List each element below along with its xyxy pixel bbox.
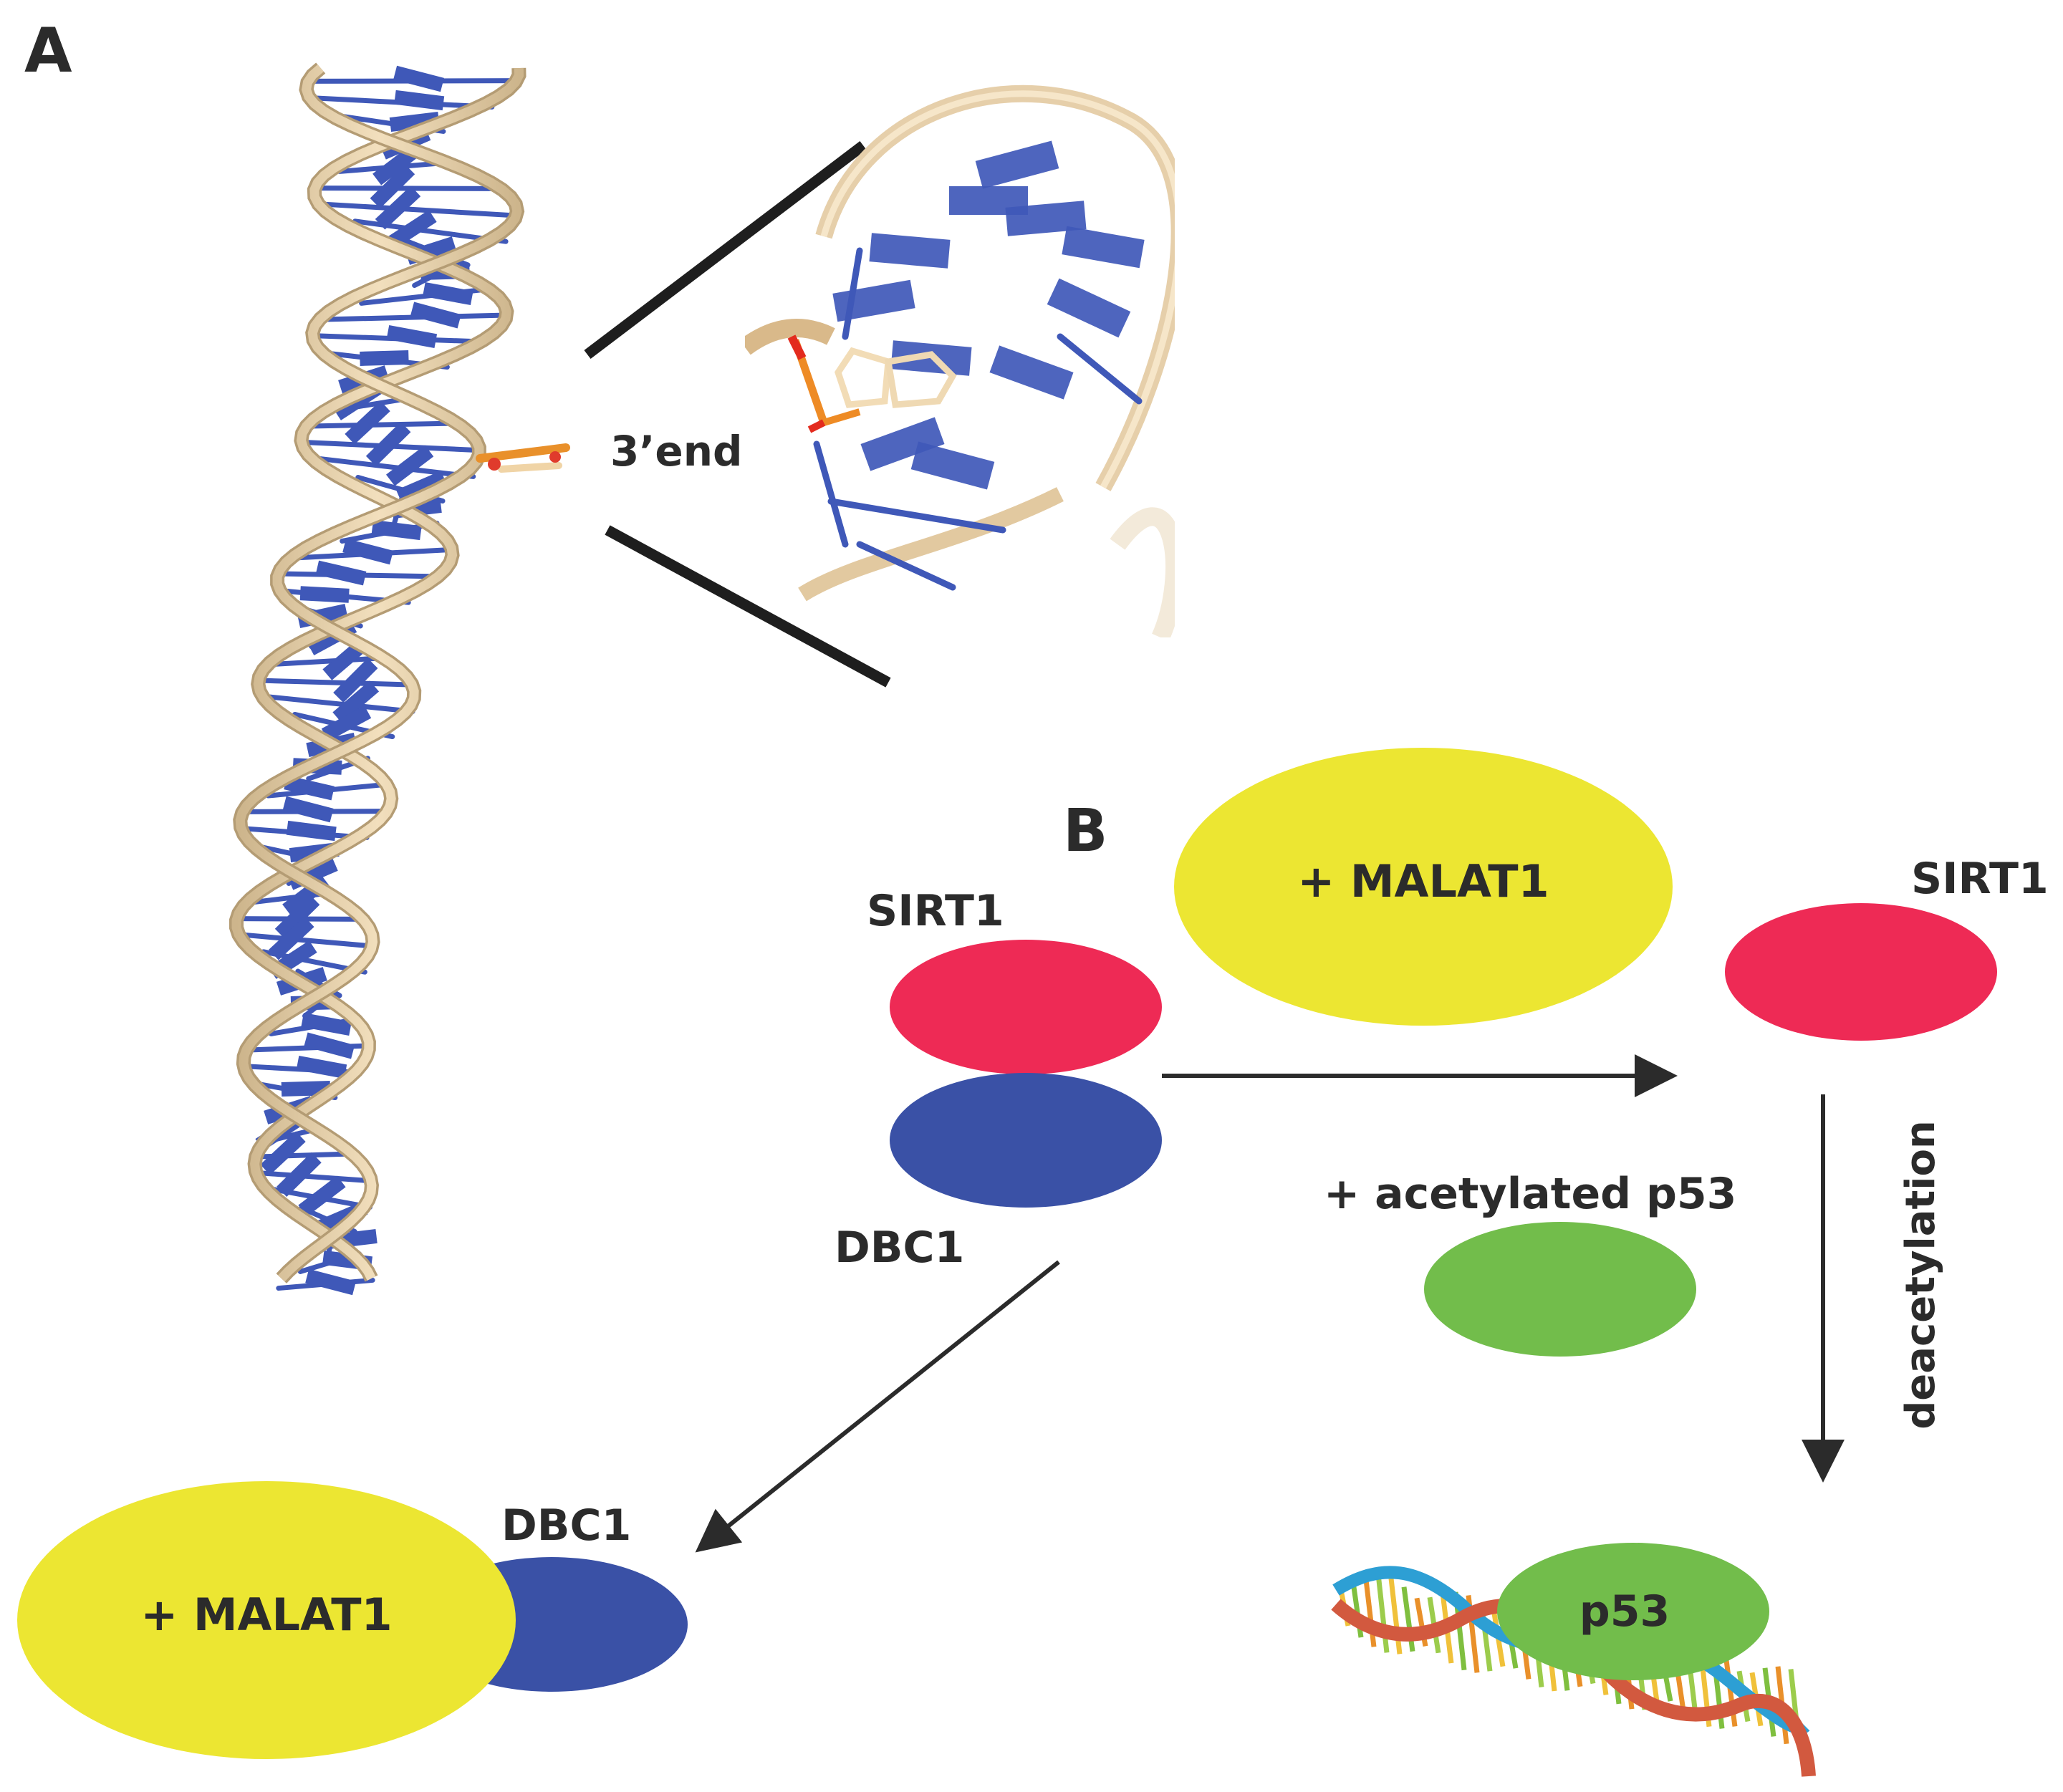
base-slab	[274, 895, 320, 939]
base-slab	[375, 186, 421, 230]
base-slab	[342, 538, 394, 565]
sirt1-dbc1-complex: SIRT1 DBC1	[835, 886, 1162, 1273]
inset-base-slab	[1005, 201, 1087, 236]
inset-base-stick	[827, 498, 1006, 534]
base-slab	[260, 1131, 306, 1175]
acetylated-p53-oval	[1424, 1222, 1696, 1357]
base-slab	[371, 519, 422, 541]
inset-base-slab	[1047, 278, 1131, 338]
base-slab	[333, 657, 378, 703]
malat1-bottom-oval	[17, 1481, 516, 1759]
base-slab	[296, 1055, 347, 1079]
inset-base-slab	[860, 417, 945, 471]
dbc1-label: DBC1	[835, 1223, 964, 1273]
base-pair-rung	[254, 1170, 372, 1184]
backbone-ribbon	[235, 64, 522, 1282]
acetylated-p53-label: + acetylated p53	[1324, 1169, 1736, 1219]
base-slab	[345, 400, 390, 445]
base-slab	[385, 445, 434, 486]
panel-a-letter: A	[24, 15, 72, 87]
inset-base-slab	[869, 233, 951, 269]
base-pair-rung	[256, 678, 413, 688]
base-slab	[276, 1152, 322, 1197]
base-slab	[301, 1012, 352, 1036]
malat1-top: + MALAT1	[1174, 748, 1673, 1026]
base-slab	[269, 916, 314, 960]
base-slab	[360, 350, 409, 366]
dna-rung	[1401, 1586, 1415, 1652]
acetylated-p53: + acetylated p53	[1324, 1169, 1736, 1357]
base-pair-rung	[307, 420, 459, 429]
inset-base-slab	[832, 279, 915, 322]
inset-base-slab	[910, 441, 995, 490]
inset-base-slab	[1062, 226, 1145, 269]
base-slab	[388, 210, 437, 249]
base-slab	[332, 680, 380, 723]
sirt1-free-oval	[1725, 903, 1997, 1041]
base-slab	[365, 422, 411, 466]
malat1-top-label: + MALAT1	[1297, 855, 1549, 907]
dna-rung	[1723, 1659, 1738, 1727]
dbc1-malat1-complex: DBC1 + MALAT1	[17, 1481, 688, 1759]
base-slab	[321, 705, 372, 741]
sirt1-free: SIRT1	[1725, 854, 2049, 1041]
base-slab	[284, 775, 335, 801]
inset-base-stick	[1057, 333, 1143, 405]
helix-backbone-ribbons	[229, 62, 526, 1283]
base-slab	[315, 560, 367, 586]
sirt1-free-label: SIRT1	[1911, 854, 2049, 904]
p53-oval	[1497, 1543, 1769, 1680]
base-pair-rung	[321, 312, 509, 322]
base-slab	[393, 65, 444, 92]
sirt1-label: SIRT1	[867, 886, 1004, 936]
dna-rung	[1362, 1573, 1377, 1647]
backbone-ribbon	[231, 67, 524, 1281]
base-pair-rung	[312, 186, 500, 191]
dna-rung	[1375, 1574, 1390, 1653]
malat1-bottom-label: + MALAT1	[140, 1589, 392, 1641]
base-pair-rung	[264, 694, 415, 714]
panel-b-letter: B	[1063, 797, 1108, 865]
base-slab	[286, 820, 337, 842]
dbc1-bottom-label: DBC1	[501, 1500, 631, 1551]
base-pair-rung	[238, 932, 375, 949]
rna-helix-structure	[229, 62, 570, 1296]
inset-base-stick	[813, 440, 849, 548]
inset-base-slab	[975, 140, 1059, 189]
three-prime-end-residue	[476, 443, 570, 473]
inset-base-stick	[856, 541, 956, 591]
inset-base-slab	[989, 345, 1074, 400]
base-slab	[410, 302, 461, 329]
base-slab	[304, 1032, 355, 1059]
base-slab	[305, 1268, 357, 1296]
base-pair-rung	[319, 201, 519, 218]
p53-bound-dna: p53	[1331, 1543, 1816, 1777]
base-slab	[298, 1175, 346, 1217]
base-slab	[423, 281, 473, 306]
base-slab	[299, 586, 350, 603]
base-pair-rung	[271, 655, 388, 667]
dbc1-oval	[890, 1073, 1162, 1208]
three-prime-end-label: 3’end	[610, 427, 743, 476]
dna-rung	[1388, 1578, 1403, 1654]
base-slab	[386, 324, 438, 349]
inset-base-stick	[842, 247, 863, 340]
p53-label: p53	[1579, 1586, 1670, 1637]
base-slab	[394, 90, 445, 111]
sirt1-oval	[890, 940, 1162, 1074]
base-slab	[282, 796, 334, 823]
malat1-top-oval	[1174, 748, 1673, 1026]
base-slab	[370, 164, 415, 208]
arrow-to-dbc1	[695, 1260, 1060, 1553]
deacetylation-label: deacetylation	[1898, 1120, 1944, 1430]
zoom-line-bottom	[605, 525, 891, 688]
zoom-inset	[745, 85, 1175, 637]
zoom-line-top	[584, 141, 867, 359]
